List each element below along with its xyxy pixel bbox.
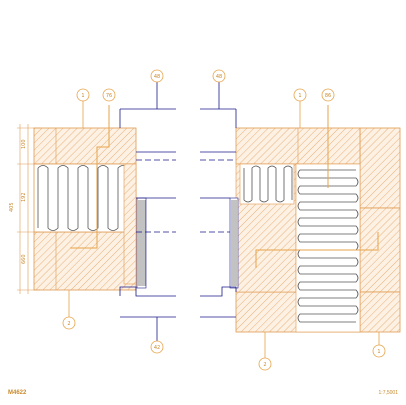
right-insulation-coil [297, 169, 359, 323]
svg-text:2: 2 [263, 362, 266, 368]
callout-right-top-1: 1 [293, 88, 307, 102]
svg-text:48: 48 [216, 74, 222, 80]
callout-left-top-76: 76 [102, 88, 116, 102]
svg-text:2: 2 [67, 321, 70, 327]
svg-text:86: 86 [325, 93, 331, 99]
left-leader-76 [70, 105, 110, 249]
callout-center-bottom-42: 42 [150, 340, 164, 354]
svg-text:48: 48 [154, 74, 160, 80]
right-wall-section [200, 105, 401, 333]
left-upper-brick [33, 127, 137, 165]
callout-left-bottom-2: 2 [62, 316, 76, 330]
left-insulation-coil [37, 165, 129, 231]
dim-lower: 660 [21, 254, 27, 264]
svg-text:1: 1 [81, 93, 84, 99]
dim-middle: 192 [21, 192, 27, 202]
right-leader-inner [255, 232, 379, 268]
svg-text:76: 76 [106, 93, 112, 99]
right-outer-brick-bot [359, 291, 401, 333]
left-insulation-band [33, 163, 137, 233]
svg-text:1: 1 [377, 349, 380, 355]
left-lower-brick [33, 231, 137, 291]
svg-text:1: 1 [298, 93, 301, 99]
drawing-code: M4622 [8, 390, 27, 396]
left-wall-section [33, 105, 176, 318]
left-column [123, 163, 137, 285]
right-outer-brick-top [359, 127, 401, 209]
callout-center-top-48-right: 48 [212, 69, 226, 83]
callout-right-bottom-1: 1 [372, 344, 386, 358]
callout-bubbles: 1 76 48 48 1 86 2 42 [62, 69, 386, 371]
left-frame-strip [136, 197, 147, 289]
right-small-coil [243, 165, 293, 203]
callout-center-top-48-left: 48 [150, 69, 164, 83]
dim-upper: 100 [21, 139, 27, 149]
right-insulation-panel [295, 163, 361, 333]
svg-text:42: 42 [154, 345, 160, 351]
drawing-scale: 1:7,5001 [379, 390, 399, 396]
callout-right-bottom-2: 2 [258, 357, 272, 371]
dim-total: 405 [9, 202, 15, 212]
callout-right-top-86: 86 [321, 88, 335, 102]
left-frame-outline [119, 286, 176, 297]
callout-left-top-1: 1 [76, 88, 90, 102]
left-dimension-chain [17, 124, 40, 294]
